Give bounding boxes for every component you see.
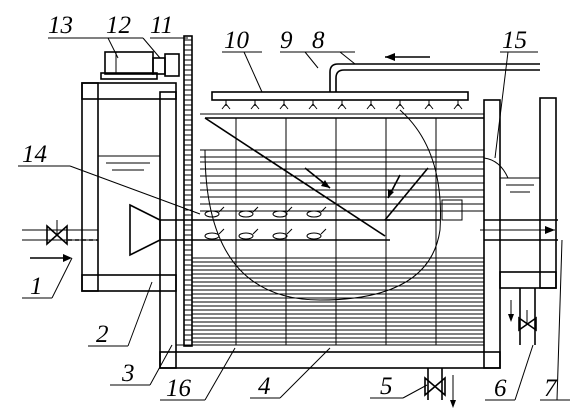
- spray-system: [211, 53, 540, 110]
- bubble: [238, 232, 254, 240]
- bubble-trail: [218, 206, 225, 213]
- bubble: [238, 210, 254, 218]
- bubble: [204, 232, 220, 240]
- callout-1: 1: [30, 273, 43, 300]
- nozzle-spray: [250, 103, 260, 110]
- callout-5: 5: [380, 373, 393, 400]
- callout-10: 10: [224, 27, 250, 54]
- nozzle-spray: [279, 103, 289, 110]
- nozzle-spray: [221, 103, 231, 110]
- bubble: [204, 210, 220, 218]
- motor-drive: [100, 51, 180, 80]
- callout-12: 12: [106, 12, 131, 39]
- callout-15: 15: [502, 27, 527, 54]
- left-chamber: [81, 82, 177, 292]
- callout-16: 16: [166, 375, 192, 402]
- leader-lines: [18, 37, 570, 401]
- callout-11: 11: [150, 12, 173, 39]
- outlet-pipe: [480, 219, 558, 241]
- bubble-trail: [252, 206, 259, 213]
- bubble: [272, 210, 288, 218]
- nozzle-spray: [337, 103, 347, 110]
- nozzle-spray: [366, 103, 376, 110]
- bubble: [306, 232, 322, 240]
- right-chamber: [483, 97, 557, 345]
- bubble-trail: [320, 206, 327, 213]
- callout-4: 4: [258, 373, 271, 400]
- nozzle-spray: [308, 103, 318, 110]
- nozzle-spray: [395, 103, 405, 110]
- bubble: [306, 210, 322, 218]
- inlet-pipe: [129, 203, 390, 257]
- callout-14: 14: [22, 141, 47, 168]
- belt-conveyor: [183, 35, 193, 347]
- bubble-trail: [286, 206, 293, 213]
- bubble-trail: [252, 228, 259, 235]
- callout-8: 8: [312, 27, 325, 54]
- bottom-drain-valve: [424, 368, 456, 408]
- callout-3: 3: [121, 360, 135, 387]
- main-tank-walls: [159, 91, 501, 369]
- callout-6: 6: [494, 375, 507, 402]
- callout-labels: 13 12 11 10 9 8 15 14 1 2 3 16 4 5 6 7: [22, 12, 558, 402]
- bubble-trail: [218, 228, 225, 235]
- nozzle-spray: [424, 103, 434, 110]
- callout-13: 13: [48, 12, 73, 39]
- bubble-trail: [320, 228, 327, 235]
- callout-7: 7: [544, 375, 558, 402]
- nozzle-spray: [453, 103, 463, 110]
- tank-interior: [192, 109, 484, 345]
- callout-2: 2: [96, 321, 109, 348]
- bubble-trail: [286, 228, 293, 235]
- callout-9: 9: [280, 27, 293, 54]
- inlet-valve: [22, 220, 98, 262]
- bubble: [272, 232, 288, 240]
